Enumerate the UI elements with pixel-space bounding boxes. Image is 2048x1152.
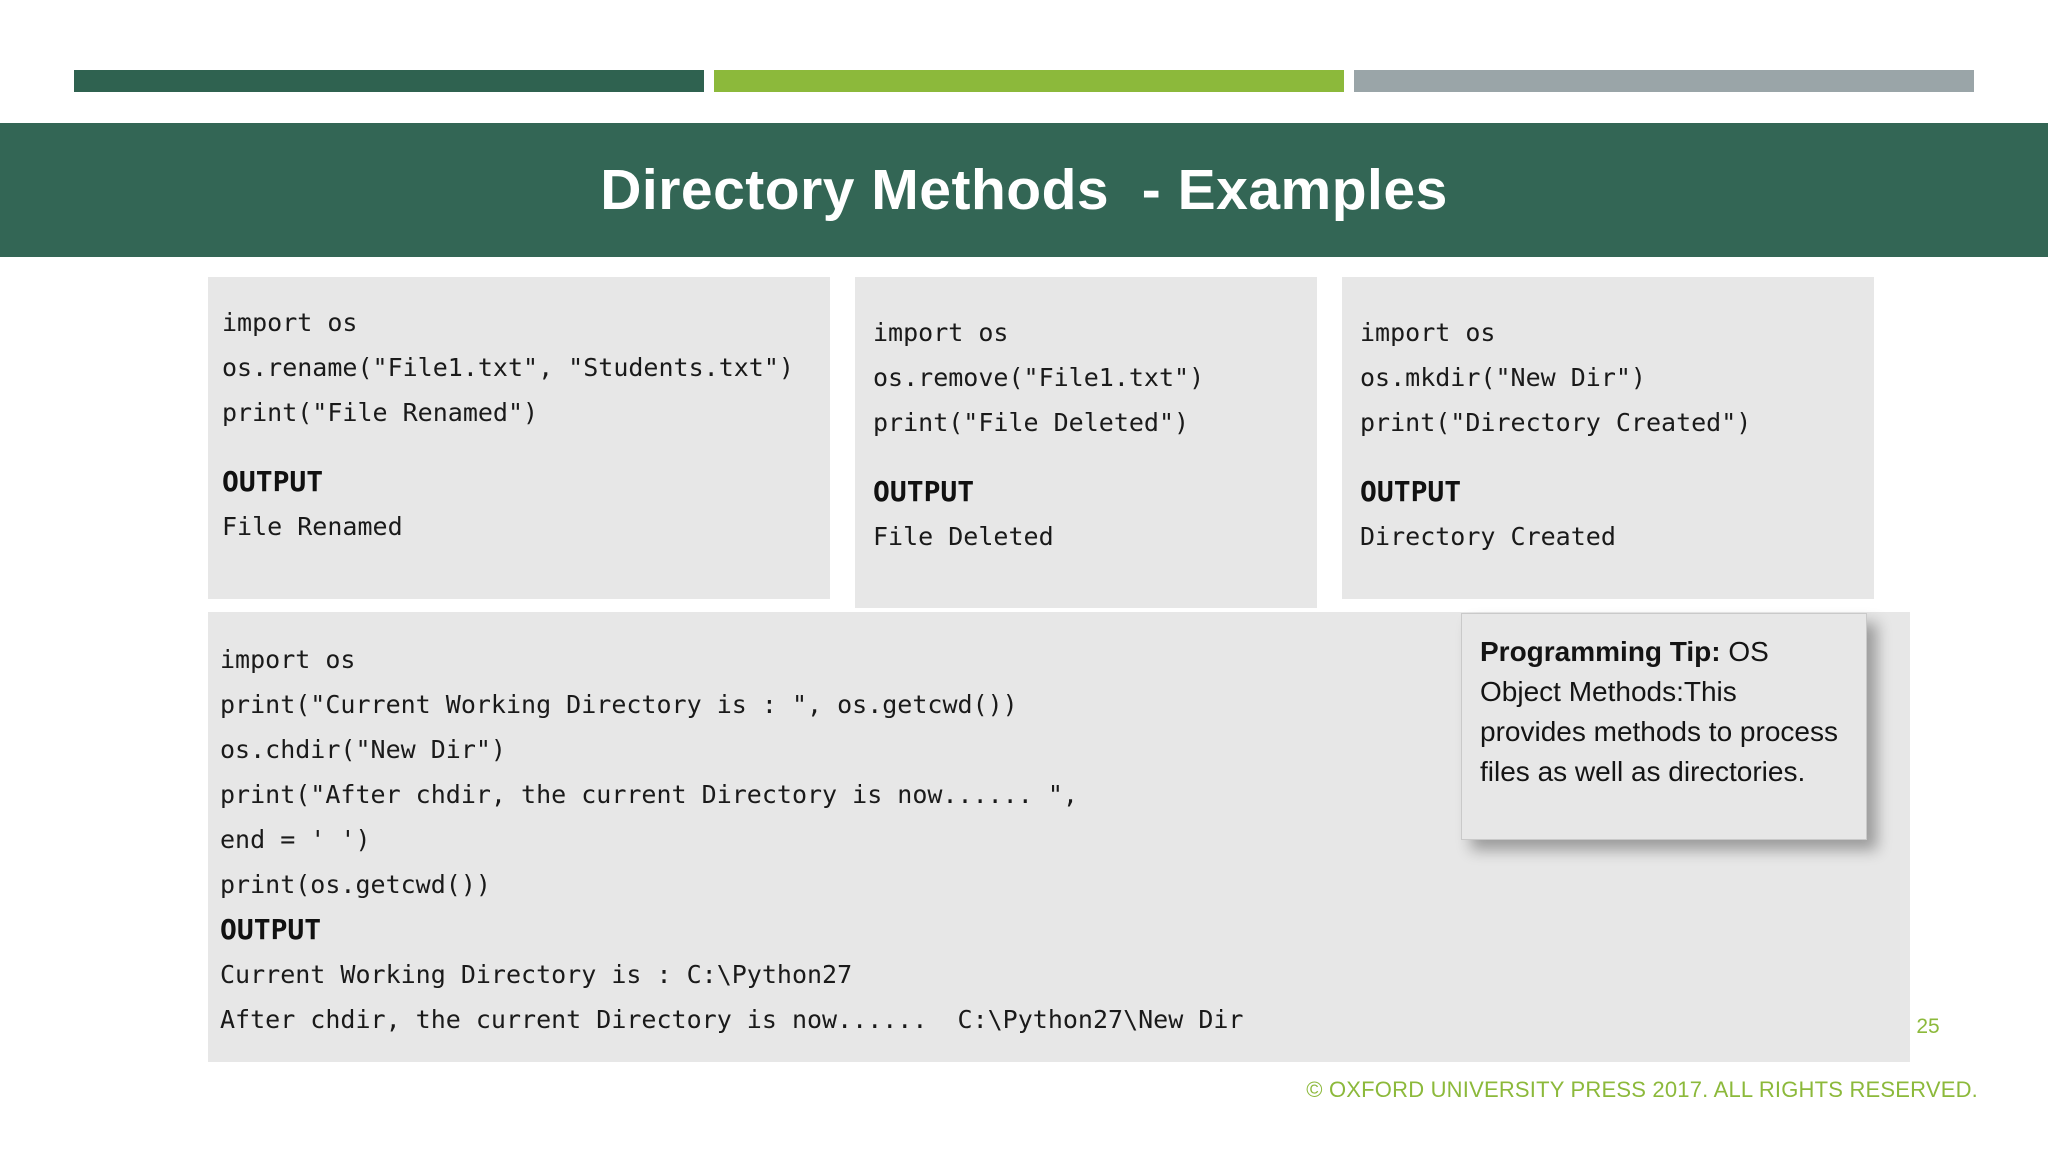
output-line: Current Working Directory is : C:\Python… xyxy=(220,960,853,989)
title-banner: Directory Methods - Examples xyxy=(0,123,2048,257)
code-line: print("File Renamed") xyxy=(222,398,539,427)
code-line: print(os.getcwd()) xyxy=(220,870,491,899)
code-panel-rename: import os os.rename("File1.txt", "Studen… xyxy=(208,277,830,599)
spacer xyxy=(1360,445,1874,469)
top-accent-bars xyxy=(0,70,2048,92)
code-line: import os xyxy=(222,308,358,337)
accent-bar-grey xyxy=(1354,70,1974,92)
spacer xyxy=(222,435,830,459)
code-line: os.chdir("New Dir") xyxy=(220,735,506,764)
code-line: print("After chdir, the current Director… xyxy=(220,780,1078,809)
code-line: import os xyxy=(220,645,356,674)
programming-tip-callout: Programming Tip: OS Object Methods:This … xyxy=(1461,613,1867,840)
output-label: OUTPUT xyxy=(1360,475,1462,508)
output-label: OUTPUT xyxy=(222,465,324,498)
code-line: print("File Deleted") xyxy=(873,408,1190,437)
page-title: Directory Methods - Examples xyxy=(600,158,1448,222)
spacer xyxy=(873,445,1317,469)
code-line: os.rename("File1.txt", "Students.txt") xyxy=(222,353,794,382)
output-label: OUTPUT xyxy=(220,913,322,946)
copyright-notice: © OXFORD UNIVERSITY PRESS 2017. ALL RIGH… xyxy=(1306,1077,1978,1102)
page-number: 25 xyxy=(1916,1015,1940,1038)
accent-bar-light-green xyxy=(714,70,1344,92)
code-panel-remove: import os os.remove("File1.txt") print("… xyxy=(855,277,1317,608)
output-line: Directory Created xyxy=(1360,522,1616,551)
accent-bar-dark-green xyxy=(74,70,704,92)
code-panel-mkdir: import os os.mkdir("New Dir") print("Dir… xyxy=(1342,277,1874,599)
code-line: os.remove("File1.txt") xyxy=(873,363,1205,392)
output-label: OUTPUT xyxy=(873,475,975,508)
output-line: File Renamed xyxy=(222,512,403,541)
code-line: import os xyxy=(1360,318,1496,347)
output-line: After chdir, the current Directory is no… xyxy=(220,1005,1244,1034)
programming-tip-label: Programming Tip: xyxy=(1480,636,1721,667)
programming-tip-text: Programming Tip: OS Object Methods:This … xyxy=(1480,632,1846,792)
code-line: os.mkdir("New Dir") xyxy=(1360,363,1646,392)
code-line: end = ' ') xyxy=(220,825,371,854)
code-line: import os xyxy=(873,318,1009,347)
programming-tip-body: OS Object Methods:This provides methods … xyxy=(1480,636,1838,787)
code-line: print("Directory Created") xyxy=(1360,408,1752,437)
code-line: print("Current Working Directory is : ",… xyxy=(220,690,1018,719)
output-line: File Deleted xyxy=(873,522,1054,551)
